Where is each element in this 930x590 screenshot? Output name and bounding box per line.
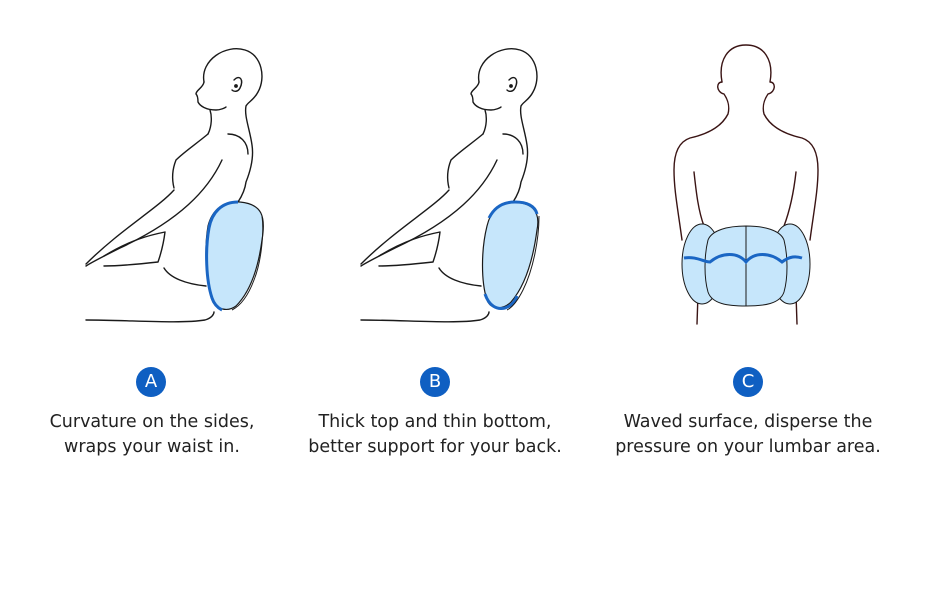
- seated-figure-side-b-illustration: [360, 48, 540, 323]
- caption-c-line-2: pressure on your lumbar area.: [615, 437, 881, 457]
- caption-b: Thick top and thin bottom, better suppor…: [275, 410, 595, 460]
- badge-a: A: [136, 367, 166, 397]
- panel-a: A Curvature on the sides, wraps your wai…: [0, 0, 300, 590]
- badge-c: C: [733, 367, 763, 397]
- back-view-figure-illustration: [673, 44, 819, 325]
- seated-figure-side-a-illustration: [85, 48, 264, 323]
- caption-c: Waved surface, disperse the pressure on …: [588, 410, 908, 460]
- panel-c: C Waved surface, disperse the pressure o…: [600, 0, 900, 590]
- caption-b-line-2: better support for your back.: [308, 437, 562, 457]
- caption-b-line-1: Thick top and thin bottom,: [318, 412, 552, 432]
- badge-b: B: [420, 367, 450, 397]
- caption-c-line-1: Waved surface, disperse the: [623, 412, 873, 432]
- caption-a: Curvature on the sides, wraps your waist…: [0, 410, 312, 460]
- caption-a-line-1: Curvature on the sides,: [49, 412, 255, 432]
- panel-b: B Thick top and thin bottom, better supp…: [275, 0, 575, 590]
- caption-a-line-2: wraps your waist in.: [64, 437, 240, 457]
